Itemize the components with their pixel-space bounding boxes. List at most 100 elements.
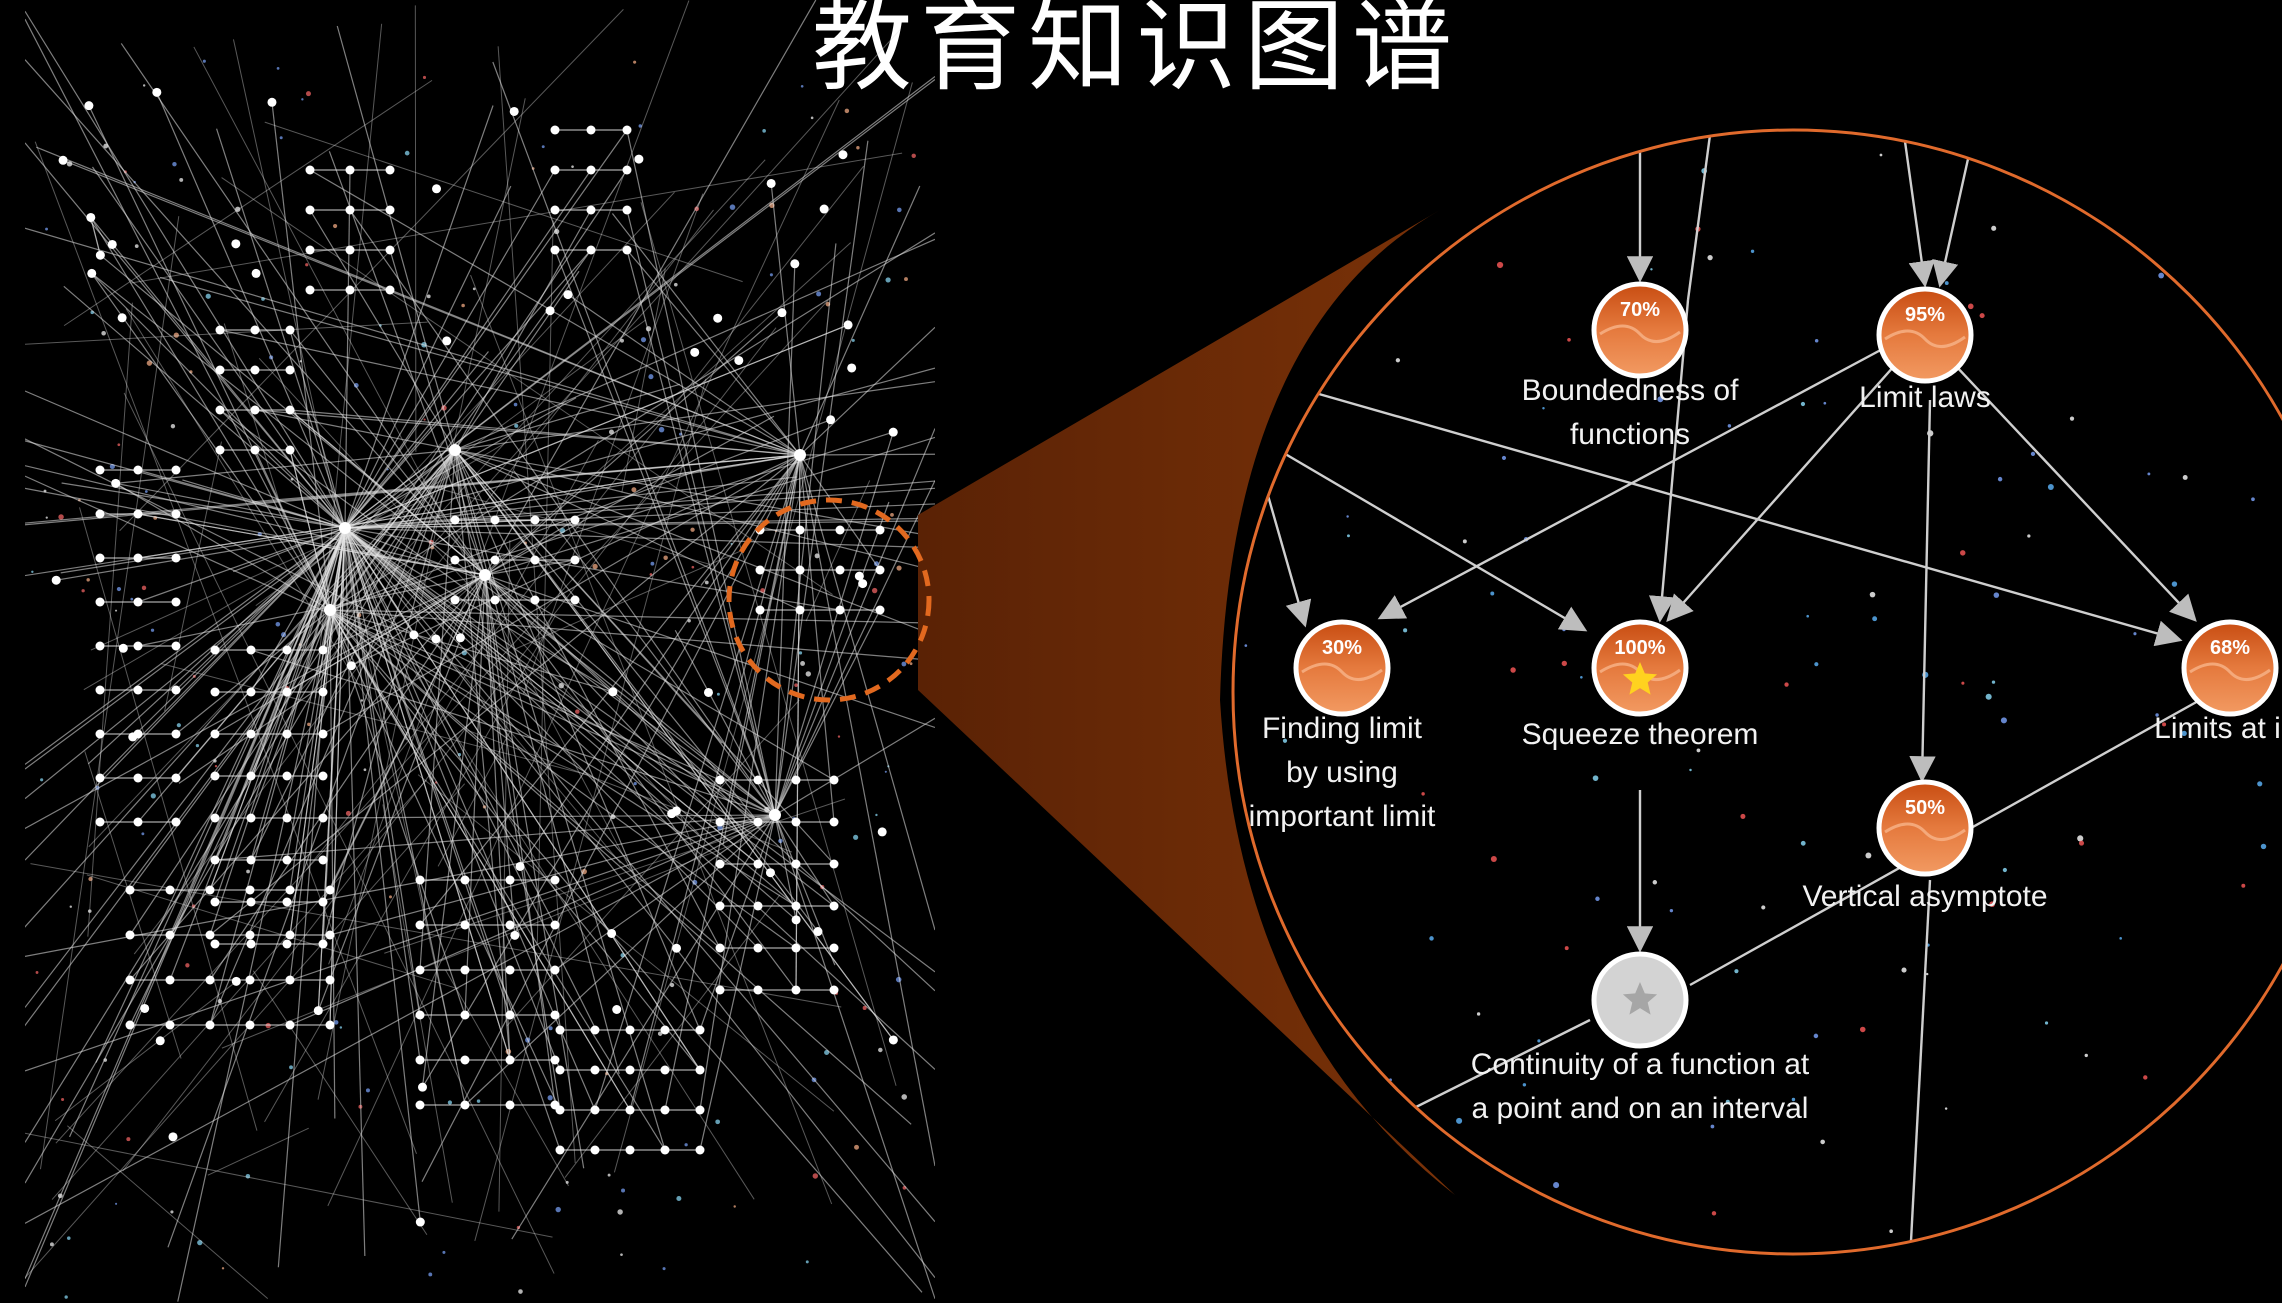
zoom-node-limit-laws[interactable]: 95%Limit laws	[1859, 286, 1991, 414]
overview-edge	[223, 323, 293, 543]
star-dot	[1944, 1107, 1948, 1110]
overview-edge	[511, 814, 776, 1240]
overview-node	[791, 943, 801, 953]
node-wave	[2189, 662, 2271, 681]
overview-edge	[329, 609, 721, 781]
overview-node	[734, 355, 744, 365]
overview-node	[550, 920, 560, 930]
overview-node	[133, 685, 143, 695]
star-dot	[279, 136, 283, 140]
overview-edge	[329, 609, 923, 1293]
overview-edge	[215, 128, 346, 529]
overview-edge	[426, 484, 709, 565]
star-dot	[1462, 539, 1467, 544]
overview-edge	[25, 814, 776, 1072]
node-wave	[1884, 822, 1966, 841]
overview-edge	[344, 75, 935, 529]
overview-edge	[87, 302, 133, 937]
overview-edge	[219, 409, 346, 529]
overview-node	[791, 817, 801, 827]
overview-edge	[344, 527, 935, 549]
star-dot	[69, 905, 72, 908]
star-dot	[548, 1026, 553, 1031]
overview-node	[285, 930, 295, 940]
overview-edge	[88, 560, 360, 848]
star-dot	[1501, 455, 1507, 461]
overview-edge	[492, 61, 776, 816]
star-dot	[150, 793, 156, 799]
overview-edge	[344, 527, 797, 907]
star-dot	[853, 834, 859, 840]
overview-edge	[514, 550, 741, 650]
page-title-text: 教育知识图谱	[812, 0, 1460, 105]
star-dot	[2119, 937, 2122, 940]
zoom-node-continuity[interactable]: Continuity of a function ata point and o…	[1471, 951, 1810, 1125]
overview-edge	[344, 105, 494, 529]
star-dot	[2241, 883, 2246, 888]
star-dot	[837, 735, 841, 738]
star-dot	[1564, 946, 1569, 951]
star-dot	[904, 277, 908, 282]
overview-edge	[219, 329, 801, 456]
overview-edge	[322, 574, 486, 903]
overview-edge	[130, 152, 903, 284]
overview-edge	[344, 527, 759, 823]
overview-edge	[250, 649, 776, 816]
overview-edge	[25, 10, 346, 529]
zoom-node-limits-inf[interactable]: 68%Limits at inf	[2154, 619, 2282, 745]
overview-edge	[133, 209, 714, 955]
star-dot	[844, 108, 850, 114]
overview-edge	[55, 299, 829, 1144]
overview-edge	[344, 527, 466, 1106]
overview-edge	[289, 814, 776, 1026]
overview-node	[622, 125, 632, 135]
overview-node	[843, 320, 853, 330]
overview-edge	[349, 209, 776, 816]
overview-edge	[344, 249, 592, 529]
overview-node	[215, 445, 225, 455]
overview-node	[715, 775, 725, 785]
overview-edge	[774, 814, 836, 966]
star-dot	[1282, 738, 1288, 743]
overview-node	[345, 205, 355, 215]
overview-edge	[129, 574, 486, 981]
overview-node	[713, 313, 723, 323]
star-dot	[547, 1095, 553, 1101]
overview-node	[231, 976, 241, 986]
overview-node	[133, 509, 143, 519]
overview-edge	[467, 729, 793, 853]
overview-edge	[90, 217, 101, 256]
overview-edge	[329, 609, 672, 815]
overview-node	[431, 634, 441, 644]
star-dot	[884, 770, 887, 773]
overview-edge	[115, 482, 331, 611]
overview-edge	[454, 381, 935, 451]
star-dot	[170, 423, 176, 429]
star-dot	[197, 1239, 203, 1246]
node-label: Limit laws	[1859, 381, 1991, 414]
overview-node	[888, 427, 898, 437]
star-dot	[1459, 1209, 1465, 1216]
star-dot	[558, 682, 565, 689]
zoom-node-vertical-asym[interactable]: 50%Vertical asymptote	[1802, 779, 2048, 913]
overview-node	[791, 915, 801, 925]
callout-wedge	[918, 210, 1455, 1195]
star-dot	[1336, 1098, 1342, 1104]
overview-edge	[454, 383, 681, 451]
overview-node	[555, 1145, 565, 1155]
star-dot	[1859, 1026, 1866, 1033]
star-dot	[1490, 591, 1495, 596]
zoom-node-squeeze[interactable]: 100%Squeeze theorem	[1522, 619, 1759, 751]
overview-edge	[178, 574, 486, 784]
overview-edge	[84, 751, 182, 1059]
star-dot	[1542, 407, 1545, 410]
star-dot	[61, 1097, 65, 1102]
overview-node	[791, 859, 801, 869]
overview-node	[753, 985, 763, 995]
overview-node	[285, 975, 295, 985]
overview-node	[795, 525, 805, 535]
node-percent: 50%	[1905, 797, 1945, 819]
